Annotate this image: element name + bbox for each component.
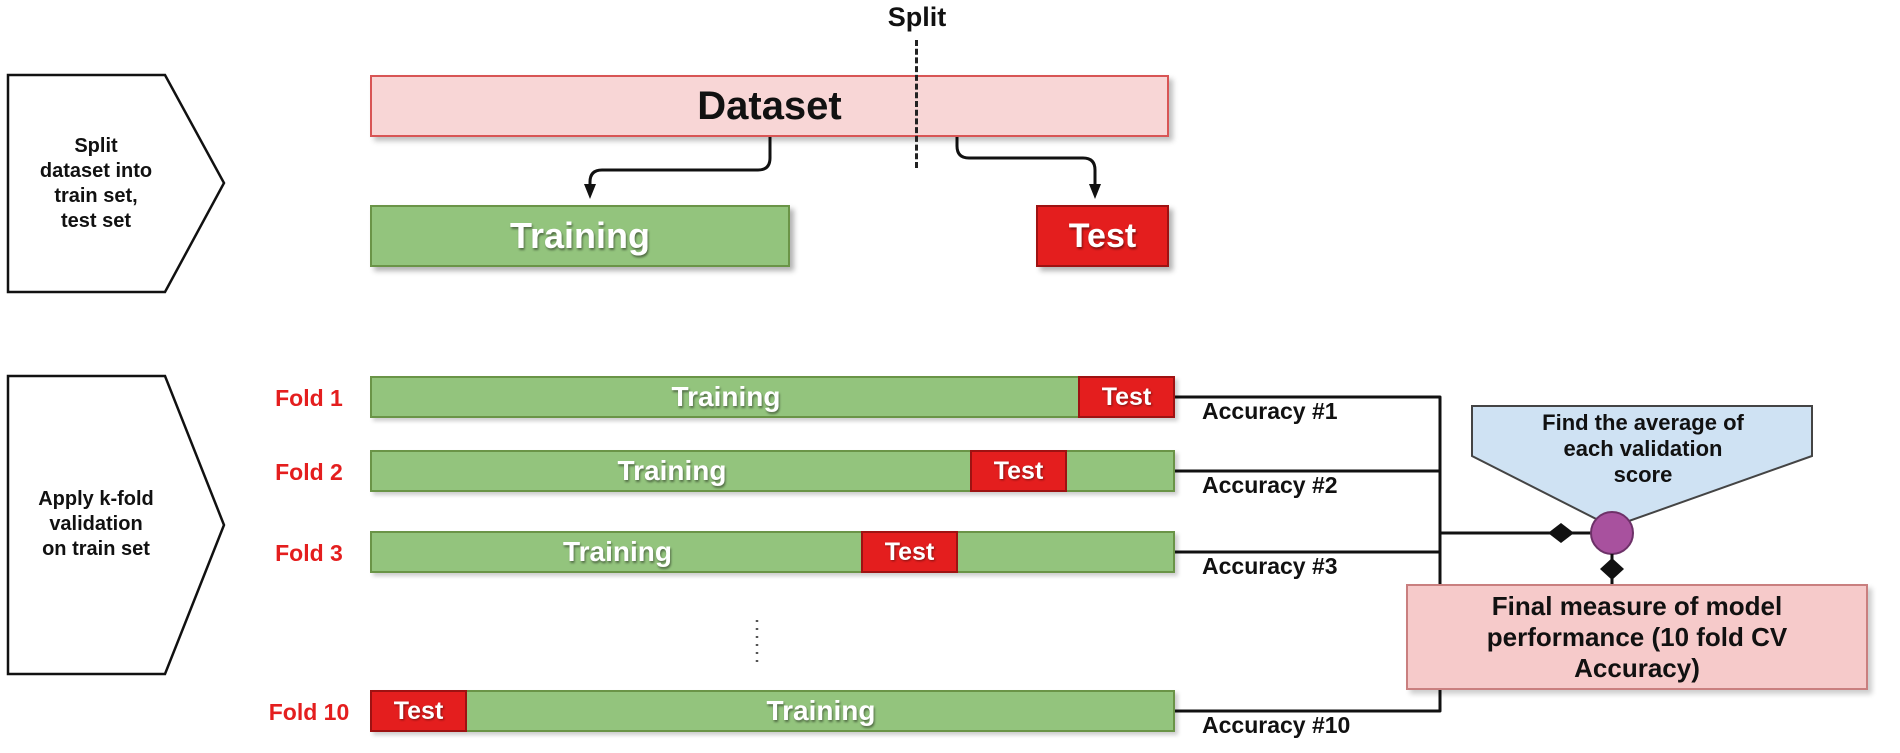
note-line: validation bbox=[49, 513, 143, 535]
kfold-step-note: Apply k-fold validation on train set bbox=[10, 487, 182, 562]
dataset-bar: Dataset bbox=[370, 75, 1169, 137]
kfold-step-shape bbox=[6, 374, 226, 676]
final-measure-box: Final measure of model performance (10 f… bbox=[1406, 584, 1868, 690]
fold-bar: Test Training bbox=[370, 690, 1175, 732]
split-title: Split bbox=[887, 2, 947, 32]
split-dashed-line bbox=[915, 40, 918, 168]
accuracy-label: Accuracy #3 bbox=[1202, 553, 1338, 579]
accuracy-label: Accuracy #1 bbox=[1202, 398, 1338, 424]
fold-bar: Test Training bbox=[370, 376, 1175, 418]
callout-line: each validation bbox=[1563, 436, 1723, 461]
fold-test-segment: Test bbox=[370, 690, 467, 732]
diamond-below-circle bbox=[1600, 558, 1624, 580]
fold-label: Fold 2 bbox=[275, 459, 343, 485]
note-line: Split bbox=[74, 135, 118, 157]
note-line: on train set bbox=[42, 538, 150, 560]
fold-training-label: Training bbox=[617, 455, 727, 486]
final-line: Accuracy) bbox=[1574, 652, 1700, 683]
test-set-label: Test bbox=[1068, 216, 1137, 255]
fold-training-label: Training bbox=[563, 536, 672, 567]
training-set-label: Training bbox=[509, 215, 650, 256]
accuracy-label: Accuracy #2 bbox=[1202, 472, 1338, 498]
average-callout-shape bbox=[1471, 405, 1813, 529]
arrow-to-training bbox=[584, 137, 772, 199]
test-set-box: Test bbox=[1036, 205, 1169, 267]
fold-label: Fold 1 bbox=[275, 385, 343, 411]
average-callout-text: Find the average of each validation scor… bbox=[1478, 410, 1808, 488]
split-step-shape bbox=[6, 73, 226, 294]
fold-bar: Test Training bbox=[370, 450, 1175, 492]
training-set-box: Training bbox=[370, 205, 790, 267]
split-step-note: Split dataset into train set, test set bbox=[10, 134, 182, 234]
fold-test-segment: Test bbox=[1078, 376, 1175, 418]
note-line: Apply k-fold bbox=[38, 488, 154, 510]
fold-training-label: Training bbox=[671, 381, 781, 412]
accuracy-label: Accuracy #10 bbox=[1202, 712, 1351, 738]
dataset-label: Dataset bbox=[697, 83, 842, 128]
fold-label: Fold 3 bbox=[275, 540, 343, 566]
final-line: performance (10 fold CV bbox=[1486, 621, 1788, 652]
diamond-left-of-circle bbox=[1548, 523, 1574, 543]
note-line: train set, bbox=[54, 185, 138, 207]
fold2-connector-line bbox=[1175, 469, 1442, 533]
fold-training-label: Training bbox=[766, 695, 876, 726]
fold-label: Fold 10 bbox=[268, 699, 350, 725]
note-line: dataset into bbox=[39, 160, 153, 182]
fold-bar: Test Training bbox=[370, 531, 1175, 573]
arrow-to-test bbox=[955, 137, 1101, 199]
fold-test-segment: Test bbox=[970, 450, 1067, 492]
final-line: Final measure of model bbox=[1491, 590, 1783, 621]
note-line: test set bbox=[60, 210, 132, 232]
callout-line: Find the average of bbox=[1542, 410, 1744, 435]
callout-line: score bbox=[1613, 462, 1673, 487]
fold-test-segment: Test bbox=[861, 531, 958, 573]
